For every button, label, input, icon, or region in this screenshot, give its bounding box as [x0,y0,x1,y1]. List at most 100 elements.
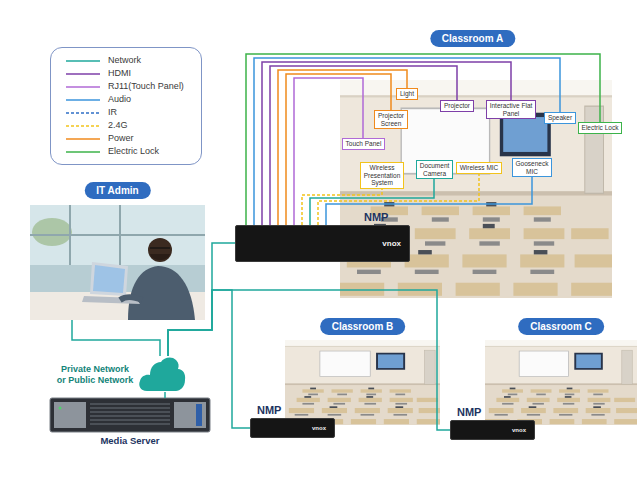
media-server-box: Media Server [50,398,210,432]
legend-line-sample [66,134,100,144]
device-tag: Electric Lock [578,122,622,134]
legend-row: 2.4G [51,119,201,132]
cable-line [278,70,407,225]
it-admin-photo [150,254,170,260]
it-admin-photo [128,266,195,320]
device-tag-label: Document Camera [419,162,450,177]
legend-line-sample [66,121,100,131]
cable-line [168,290,250,428]
device-tag-label: Projector [443,102,471,110]
legend-text: Electric Lock [51,145,201,158]
media-server [196,404,202,426]
device-tag-label: Wireless MIC [459,164,499,172]
classroom-region: Classroom B [285,318,440,425]
cable-line [294,78,363,225]
network-cloud: Private Network or Public Network [138,356,186,392]
legend-row: IR [51,106,201,119]
network-label: Private Network or Public Network [56,364,134,385]
device-tag-label: Wireless Presentation System [363,164,401,187]
legend-row: Audio [51,93,201,106]
legend-text: Power [51,132,201,145]
it-admin-photo [93,265,125,293]
cable-line [72,320,160,356]
legend-line-sample [66,108,100,118]
legend-line [66,138,100,140]
cable-line [326,177,532,225]
nmp-device: NMPvnox [450,420,535,440]
classroom-c-photo [485,340,637,425]
brand-logo: vnox [512,426,526,434]
device-tag: Wireless Presentation System [360,162,404,189]
it-admin-photo [32,218,72,246]
device-tag: Speaker [544,112,576,124]
legend-row: Network [51,54,201,67]
legend-text: Audio [51,93,201,106]
media-server [50,398,210,432]
media-server [90,404,170,424]
cable-line [168,290,450,430]
cloud-outline [139,358,185,391]
device-tag-label: Touch Panel [345,140,382,148]
legend-line [66,60,100,62]
device-tag: Touch Panel [342,138,385,150]
brand-logo: vnox [382,239,401,249]
legend-line [66,112,100,114]
admin-panel: IT Admin [30,182,205,320]
it-admin-photo [148,238,172,262]
room-title: IT Admin [84,182,150,199]
media-server [59,407,62,410]
it-admin-photo [30,205,205,320]
legend-text: RJ11(Touch Panel) [51,80,201,93]
legend-row: HDMI [51,67,201,80]
device-tag-label: Light [399,90,415,98]
classroom-b-photo [285,340,440,425]
it-admin-photo [30,205,205,265]
legend-text: 2.4G [51,119,201,132]
nmp-device: NMPvnox [235,225,410,262]
cable-line [168,243,235,356]
room-title: Classroom A [430,30,515,47]
legend-row: Power [51,132,201,145]
legend-text: IR [51,106,201,119]
media-server [174,402,206,428]
it-admin-photo [90,262,128,296]
it-admin-photo [150,247,170,248]
device-tag: Gooseneck MIC [512,158,552,177]
legend-row: Electric Lock [51,145,201,158]
legend-box: NetworkHDMIRJ11(Touch Panel)AudioIR2.4GP… [50,47,202,165]
cloud-shape [138,356,186,392]
cable-line [164,392,166,398]
device-tag: Document Camera [416,160,453,179]
legend-line-sample [66,56,100,66]
legend-line [66,73,100,75]
classroom-region: Classroom C [485,318,637,425]
classroom-a-photo [340,80,612,298]
it-admin-photo [30,205,205,320]
it-admin-photo [30,205,205,265]
it-admin-photo [120,297,142,300]
cable-line [246,54,600,225]
legend-line-sample [66,95,100,105]
device-tag-label: Gooseneck MIC [515,160,549,175]
room-title: Classroom C [518,318,604,335]
brand-logo: vnox [312,424,326,432]
device-tag: Interactive Flat Panel [486,100,536,119]
legend-line-sample [66,147,100,157]
device-label: NMP [257,404,281,417]
legend-line [66,99,100,101]
media-server [50,398,210,432]
device-tag-label: Projector Screen [377,112,405,127]
device-label: NMP [457,406,481,419]
nmp-device: NMPvnox [250,418,335,438]
device-label: NMP [364,211,388,224]
cable-line [254,58,560,225]
device-tag: Light [396,88,418,100]
legend-line [66,125,100,127]
legend-line [66,86,100,88]
cable-line [270,66,457,225]
legend-line-sample [66,69,100,79]
legend-text: HDMI [51,67,201,80]
cable-line [286,74,391,225]
device-tag: Projector Screen [374,110,408,129]
